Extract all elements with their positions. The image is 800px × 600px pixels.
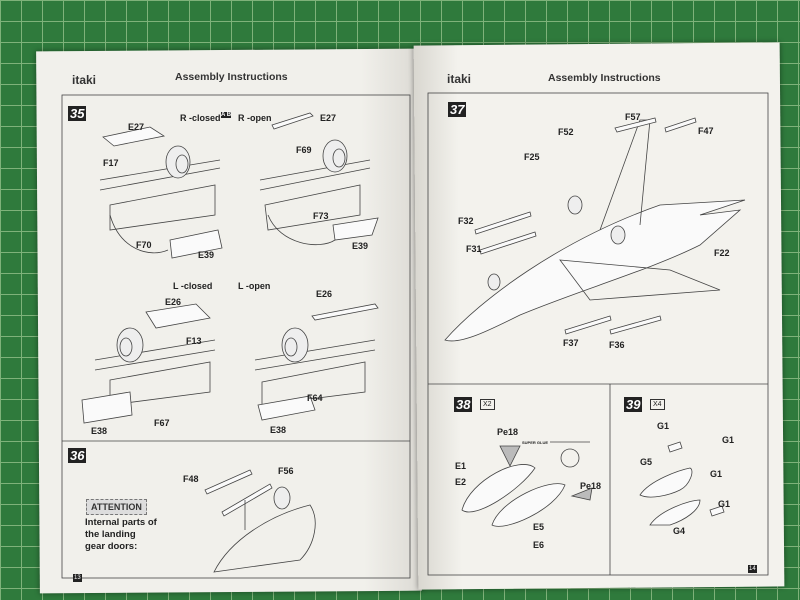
left-frame [61,94,411,579]
part-label: E2 [455,477,467,487]
r-closed-label: R -closed [180,113,221,123]
part-label: F13 [186,336,202,346]
part-label: F64 [307,393,323,403]
part-label: G1 [657,421,670,431]
part-label: F25 [524,152,540,162]
part-label: F22 [714,248,730,258]
part-label: E27 [320,113,337,123]
note-line: Internal parts of [85,517,157,528]
wheel-icon [487,273,501,291]
part-label: E26 [165,297,182,307]
drop-tanks [461,441,593,527]
part-label: F47 [698,126,714,136]
part-label: E1 [455,461,467,471]
wheel-icon [610,225,626,245]
step-36-number: 36 [68,448,87,463]
wheel-icon [273,486,291,510]
gear-bay-r-open [259,112,379,246]
attention-badge: ATTENTION [86,499,147,515]
part-label: F37 [563,338,579,348]
r-open-label: R -open [238,113,272,123]
part-label: G1 [718,499,731,509]
part-label: G5 [640,457,653,467]
part-label: F69 [296,145,312,155]
wheel-icon [281,327,309,363]
note-line: the landing [85,529,136,540]
multiplier-badge: X4 [650,399,665,410]
gear-bay-l-closed [81,303,216,424]
wheel-icon [567,195,583,215]
part-label: E5 [533,522,545,532]
part-label: F70 [136,240,152,250]
part-label: F32 [458,216,474,226]
aircraft-underside [444,117,746,342]
part-label: G4 [673,526,686,536]
part-label: E6 [533,540,545,550]
part-label: F56 [278,466,294,476]
option-ab-badge: A B [221,112,232,118]
vitaki-logo: itaki [72,73,97,87]
l-closed-label: L -closed [173,281,213,291]
page-title-right: Assembly Instructions [548,72,661,84]
part-label: E38 [91,426,108,436]
part-label: F67 [154,418,170,428]
part-label: F48 [183,474,199,484]
part-label: F57 [625,112,641,122]
part-label: F17 [103,158,119,168]
vitaki-logo: itaki [447,72,472,86]
wheel-icon [322,139,348,173]
part-label: E27 [128,122,145,132]
step-38-number: 38 [454,397,473,412]
l-open-label: L -open [238,281,271,291]
part-label: F36 [609,340,625,350]
part-label: E38 [270,425,287,435]
multiplier-badge: X2 [480,399,495,410]
step-39-number: 39 [624,397,643,412]
part-label: F73 [313,211,329,221]
step-37-number: 37 [448,102,467,117]
step-35-number: 35 [68,106,87,121]
right-frame [427,92,769,576]
part-label: E39 [352,241,369,251]
attention-note: Internal parts of the landing gear doors… [85,517,157,553]
page-title-left: Assembly Instructions [175,71,288,83]
page-number-right: 14 [748,565,757,573]
nose-gear-bay [204,469,316,573]
part-label: Pe18 [580,481,602,491]
part-label: G1 [722,435,735,445]
part-label: F31 [466,244,482,254]
page-number-left: 13 [73,574,82,582]
pods [639,441,725,526]
part-label: F52 [558,127,574,137]
gear-bay-r-closed [99,126,223,259]
super-glue-label: SUPER GLUE [522,440,549,445]
part-label: E26 [316,289,333,299]
wheel-icon [165,145,191,179]
gear-bay-l-open [254,303,379,421]
note-line: gear doors: [85,541,138,552]
part-label: Pe18 [497,427,519,437]
part-label: E39 [198,250,215,260]
part-label: G1 [710,469,723,479]
wheel-icon [116,327,144,363]
